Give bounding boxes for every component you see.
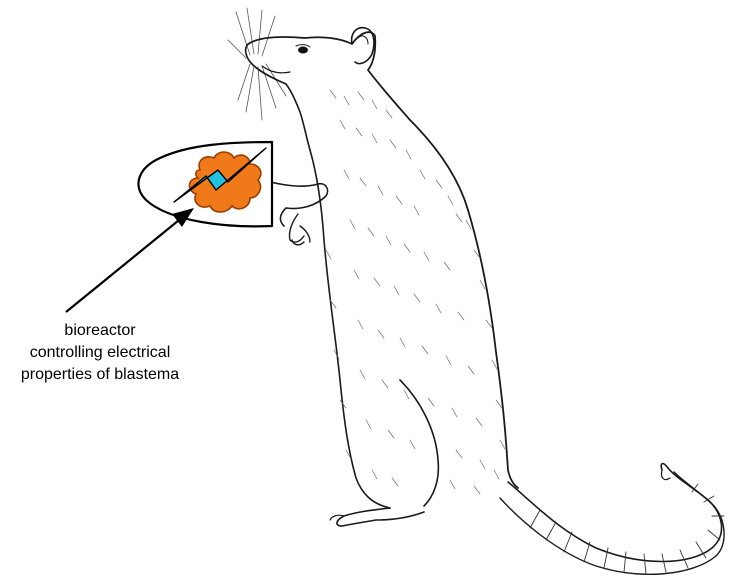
caption-line-3: properties of blastema bbox=[20, 366, 180, 383]
rat-face bbox=[244, 44, 311, 151]
bioreactor-cap bbox=[137, 140, 274, 228]
caption-line-2: controlling electrical bbox=[29, 344, 171, 361]
rat-tail bbox=[507, 462, 723, 563]
rat-illustration bbox=[227, 7, 725, 575]
tail-rings bbox=[529, 483, 725, 575]
rat-forepaw bbox=[288, 213, 311, 246]
rat-eye bbox=[298, 46, 308, 54]
whiskers bbox=[227, 7, 287, 121]
rat-arm bbox=[269, 181, 329, 227]
caption-line-1: bioreactor bbox=[64, 322, 136, 339]
bioreactor-caption: bioreactor controlling electrical proper… bbox=[10, 320, 190, 386]
fur-hatching bbox=[325, 89, 506, 495]
lightning-bolt-icon bbox=[173, 147, 267, 203]
arrowhead bbox=[172, 208, 194, 227]
rat-ear bbox=[350, 26, 375, 65]
rat-hindfoot bbox=[336, 507, 425, 527]
rat-back-outline bbox=[246, 31, 519, 489]
rat-belly-outline bbox=[309, 149, 391, 509]
pointer-arrow bbox=[65, 208, 194, 313]
rat-hindleg bbox=[399, 379, 440, 507]
